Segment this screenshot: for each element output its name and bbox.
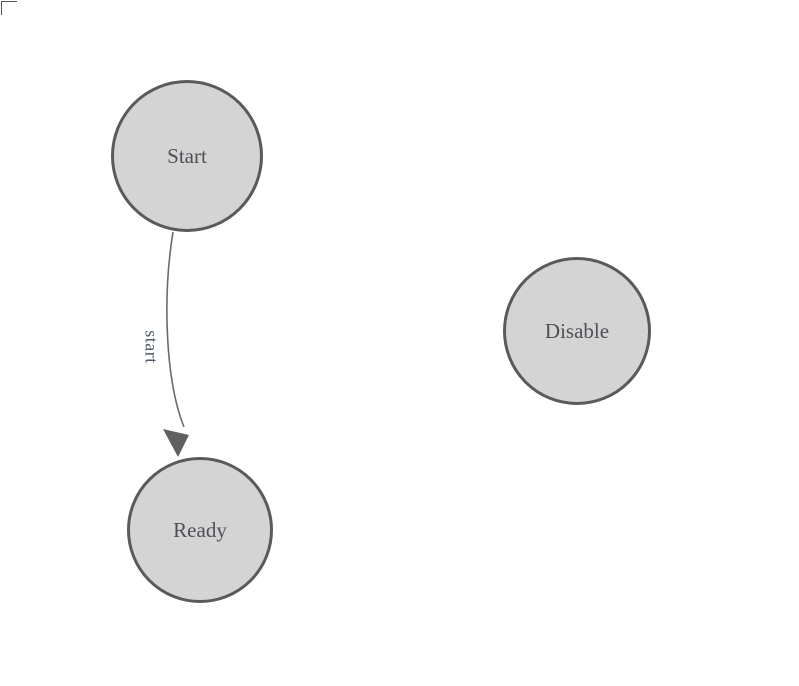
transition-edge-label[interactable]: start bbox=[141, 330, 162, 364]
state-node-start-label: Start bbox=[167, 143, 207, 168]
transition-edge-start-to-ready[interactable] bbox=[166, 231, 185, 428]
state-node-disable[interactable]: Disable bbox=[503, 257, 651, 405]
state-node-start[interactable]: Start bbox=[111, 80, 263, 232]
state-node-disable-label: Disable bbox=[544, 318, 610, 343]
arrowhead-icon bbox=[163, 429, 189, 457]
state-node-ready[interactable]: Ready bbox=[127, 457, 273, 603]
canvas-origin-corner-mark bbox=[1, 1, 17, 15]
state-node-ready-label: Ready bbox=[173, 517, 227, 542]
